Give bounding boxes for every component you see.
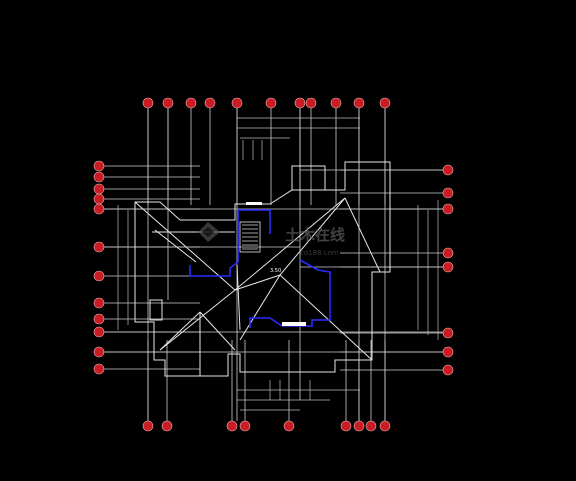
axis-bubble-left <box>93 193 105 205</box>
axis-bubble-bottom <box>283 420 295 432</box>
axis-bubble-top <box>353 97 365 109</box>
axis-bubble-left <box>93 326 105 338</box>
axis-bubble-top <box>185 97 197 109</box>
axis-grid-lines <box>104 108 443 421</box>
watermark: 土木在线 co188.com <box>198 222 345 257</box>
axis-bubble-top <box>162 97 174 109</box>
watermark-brand-text: 土木在线 <box>285 226 345 244</box>
axis-bubble-left <box>93 203 105 215</box>
axis-bubble-left <box>93 183 105 195</box>
axis-bubble-left <box>93 363 105 375</box>
axis-bubble-top <box>305 97 317 109</box>
dimension-lines <box>117 117 439 411</box>
axis-bubble-bottom <box>379 420 391 432</box>
axis-bubble-bottom <box>340 420 352 432</box>
axis-bubble-bottom <box>365 420 377 432</box>
building-outline <box>134 161 391 377</box>
axis-bubble-right <box>442 164 454 176</box>
axis-bubble-left <box>93 241 105 253</box>
axis-bubble-top <box>231 97 243 109</box>
staircase <box>239 202 306 326</box>
axis-bubble-right <box>442 187 454 199</box>
axis-bubble-right <box>442 364 454 376</box>
logo-icon <box>198 222 220 242</box>
axis-bubble-left <box>93 297 105 309</box>
axis-bubble-top <box>204 97 216 109</box>
axis-bubble-right <box>442 261 454 273</box>
axis-bubble-top <box>379 97 391 109</box>
axis-bubble-left <box>93 160 105 172</box>
axis-bubble-right <box>442 327 454 339</box>
axis-bubble-left <box>93 313 105 325</box>
axis-bubble-left <box>93 270 105 282</box>
axis-bubble-left <box>93 171 105 183</box>
axis-bubble-right <box>442 203 454 215</box>
axis-bubble-bottom <box>142 420 154 432</box>
axis-bubble-bottom <box>226 420 238 432</box>
axis-bubble-left <box>93 346 105 358</box>
axis-bubble-top <box>330 97 342 109</box>
axis-bubble-bottom <box>239 420 251 432</box>
axis-bubble-top <box>142 97 154 109</box>
axis-bubble-right <box>442 346 454 358</box>
highlighted-wall-outline <box>189 209 331 328</box>
watermark-sub-text: co188.com <box>300 249 339 257</box>
axis-bubble-top <box>294 97 306 109</box>
axis-bubbles <box>93 97 454 432</box>
axis-bubble-top <box>265 97 277 109</box>
axis-bubble-bottom <box>353 420 365 432</box>
axis-bubble-right <box>442 247 454 259</box>
axis-bubble-bottom <box>161 420 173 432</box>
room-level-label: 3.50 <box>270 268 281 274</box>
